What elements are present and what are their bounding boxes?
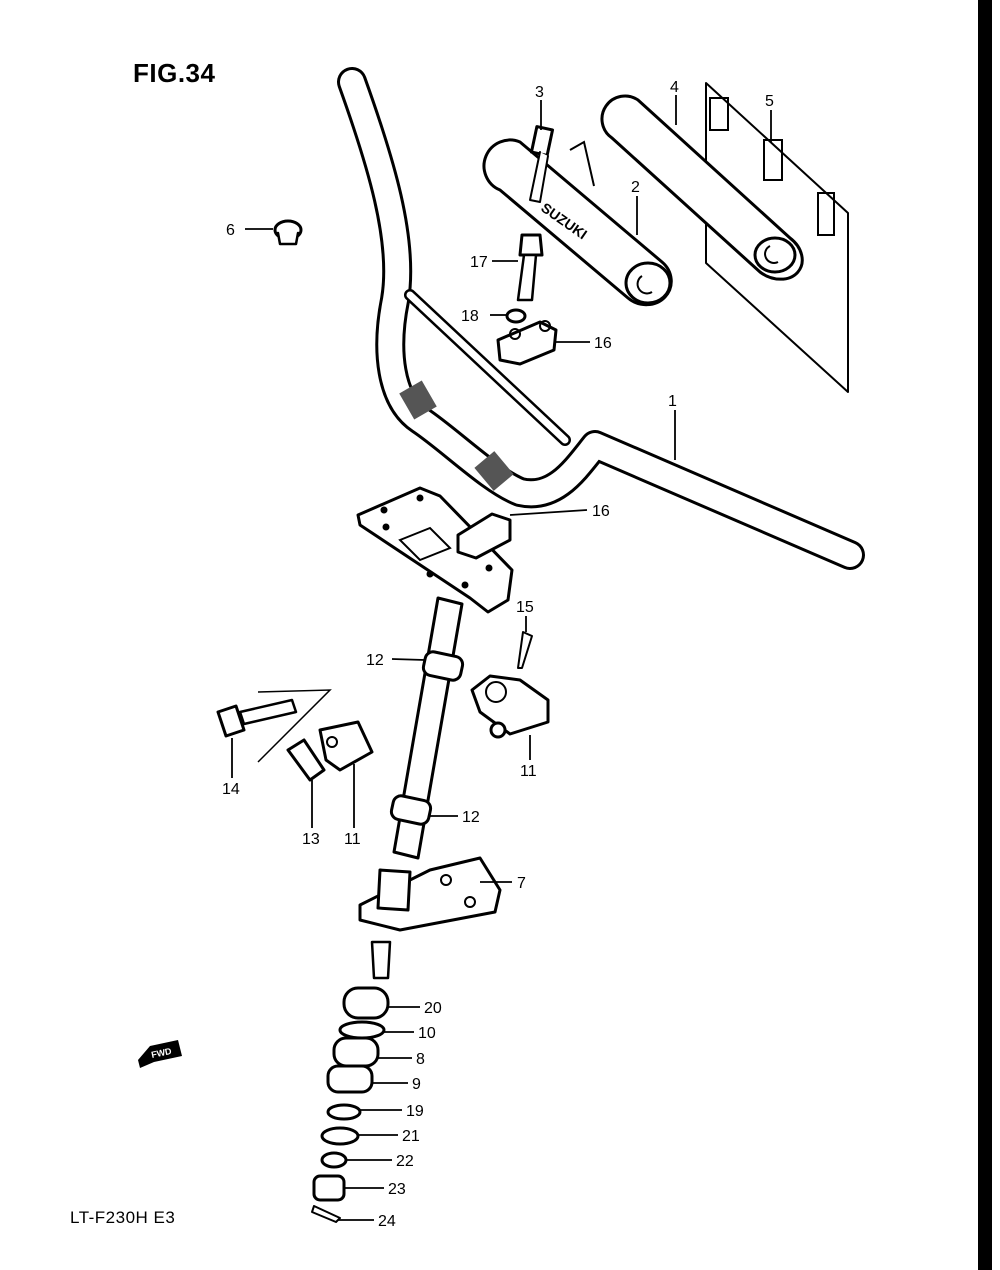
callout-7: 7 [517,875,526,892]
callout-4: 4 [670,79,679,96]
washer-21 [320,1126,360,1146]
callout-19: 19 [406,1103,424,1120]
callout-labels: 1 2 3 4 5 6 7 8 9 10 11 11 12 12 13 14 1… [222,79,774,1230]
callout-23: 23 [388,1181,406,1198]
callout-8: 8 [416,1051,425,1068]
handlebar-clamp-upper [496,320,558,366]
callout-3: 3 [535,84,544,101]
callout-17: 17 [470,254,488,271]
washer-19 [326,1103,362,1121]
model-code: LT-F230H E3 [70,1208,176,1227]
callout-2: 2 [631,179,640,196]
callout-1: 1 [668,393,677,410]
nut-23 [312,1174,346,1202]
bolt-14 [216,689,332,763]
callout-16-upper: 16 [594,335,612,352]
plug-cap-6 [273,219,303,246]
callout-14: 14 [222,781,240,798]
handlebar-pad-4 [600,94,804,281]
callout-22: 22 [396,1153,414,1170]
callout-20: 20 [424,1000,442,1017]
page-border [978,0,992,1270]
callout-24: 24 [378,1213,396,1230]
steering-bracket-7 [358,856,502,980]
callout-10: 10 [418,1025,436,1042]
figure-title: FIG.34 [133,58,216,88]
fwd-arrow-icon: FWD [138,1040,182,1068]
steering-shaft [389,596,465,860]
callout-13: 13 [302,831,320,848]
callout-6: 6 [226,222,235,239]
callout-5: 5 [765,93,774,110]
washer-18 [505,308,527,324]
callout-11-left: 11 [344,831,361,848]
callout-15: 15 [516,599,534,616]
handlebar-holder-plate [356,486,514,614]
bolt-17 [516,233,544,302]
callout-16-lower: 16 [592,503,610,520]
callout-12-lower: 12 [462,809,480,826]
shaft-holder-13-11-left [286,720,374,782]
callout-9: 9 [412,1076,421,1093]
shaft-holder-11-right [470,674,550,739]
callout-18: 18 [461,308,479,325]
handlebar [337,67,865,570]
handlebar-pad-2: SUZUKI [482,138,673,307]
fwd-label: FWD [150,1046,173,1060]
bearing-stack [326,986,390,1094]
cotter-pin-15 [517,631,533,669]
callout-11-right: 11 [520,763,537,780]
callout-12-upper: 12 [366,652,384,669]
cotter-pin-24 [311,1205,341,1223]
leader-lines [231,95,772,1221]
washer-22 [320,1151,348,1169]
callout-21: 21 [402,1128,420,1145]
strap-3 [529,125,555,203]
